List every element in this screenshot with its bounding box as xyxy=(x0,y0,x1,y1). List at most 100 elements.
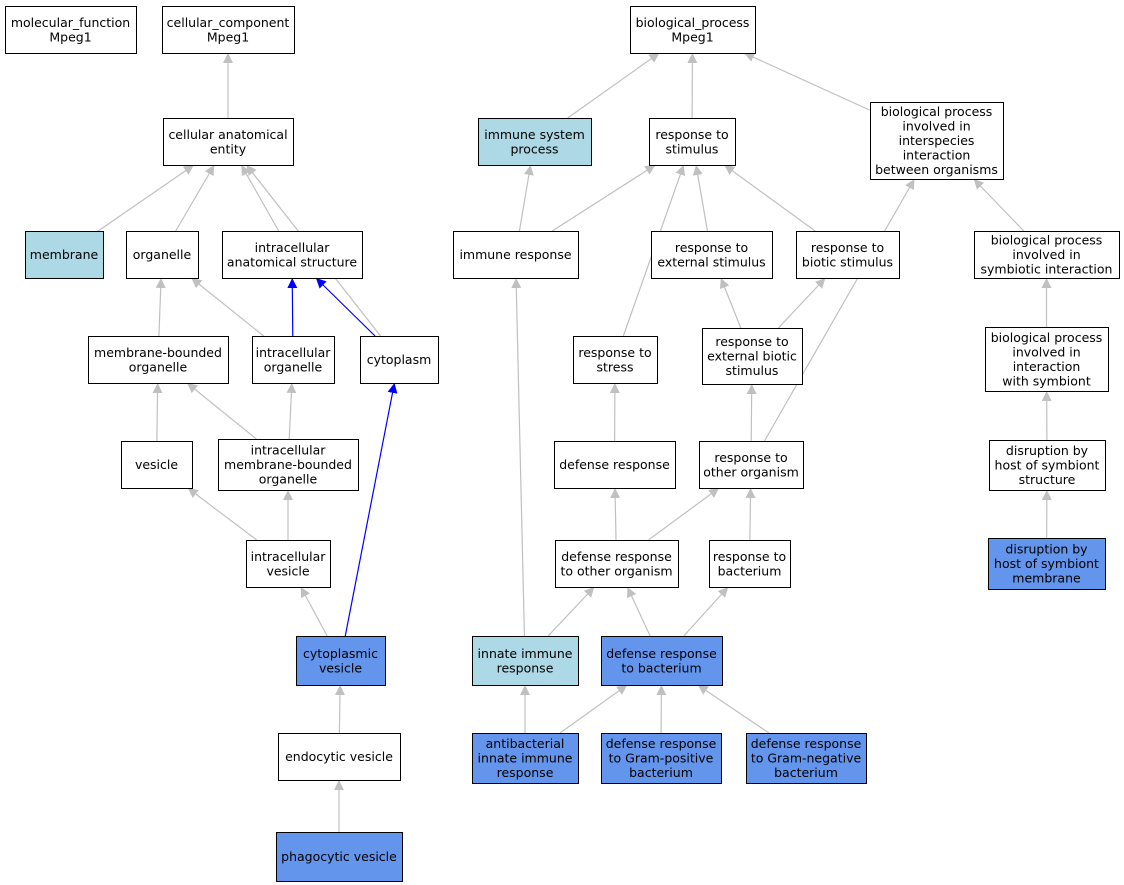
edge xyxy=(745,487,756,541)
node-label-line: organelle xyxy=(133,247,192,262)
edge xyxy=(547,586,595,637)
go-term-node-pv[interactable]: phagocytic vesicle xyxy=(276,832,403,882)
edge-cyto-to-ias xyxy=(315,277,376,337)
node-box xyxy=(988,538,1106,590)
node-label-line: external biotic xyxy=(707,349,797,364)
edge-iir-to-drtoo xyxy=(547,586,595,637)
node-label-line: structure xyxy=(1019,472,1076,487)
edge xyxy=(286,382,297,440)
edge xyxy=(518,164,534,232)
node-label-line: other organism xyxy=(703,464,799,479)
node-label-line: bacterium xyxy=(629,765,693,780)
edge-rtoo-to-bpii xyxy=(763,178,915,442)
node-label-line: intracellular xyxy=(255,240,331,255)
node-label-line: organelle xyxy=(264,359,323,374)
edge-iir-to-ir xyxy=(511,277,526,637)
edge xyxy=(723,164,816,232)
edge xyxy=(973,178,1025,232)
edge-rtebs-to-rtbs xyxy=(777,277,826,329)
edge xyxy=(240,164,280,232)
go-term-node-vesicle[interactable]: vesicle xyxy=(121,441,193,489)
node-box xyxy=(985,327,1109,392)
node-label-line: cytoplasmic xyxy=(303,646,378,661)
node-box xyxy=(162,6,295,54)
node-label-line: molecular_function xyxy=(11,15,130,30)
node-label-line: organelle xyxy=(129,359,188,374)
go-term-node-ir[interactable]: immune response xyxy=(453,231,579,279)
edge xyxy=(300,586,328,637)
edge-cv-to-cyto xyxy=(344,382,398,637)
go-term-node-membrane[interactable]: membrane xyxy=(25,231,104,279)
node-label-line: phagocytic vesicle xyxy=(281,849,397,864)
node-box xyxy=(276,832,403,882)
node-box xyxy=(601,636,723,686)
node-label-line: Mpeg1 xyxy=(207,29,249,44)
node-label-line: response to xyxy=(675,240,748,255)
node-label-line: host of symbiont xyxy=(994,556,1099,571)
edge-iv-to-vesicle xyxy=(187,487,258,541)
edge xyxy=(97,164,195,232)
go-term-node-dr[interactable]: defense response xyxy=(554,441,676,489)
node-box xyxy=(709,540,791,588)
node-label-line: entity xyxy=(210,141,247,156)
node-label-line: defense response xyxy=(559,457,670,472)
go-term-node-organelle[interactable]: organelle xyxy=(126,231,199,279)
edges-layer xyxy=(97,52,1052,832)
node-box xyxy=(472,733,579,784)
node-label-line: cellular anatomical xyxy=(168,127,287,142)
go-term-node-cyto[interactable]: cytoplasm xyxy=(360,336,439,384)
node-label-line: defense response xyxy=(606,646,717,661)
edge-cv-to-iv xyxy=(300,586,328,637)
node-box xyxy=(121,441,193,489)
node-label-line: response to xyxy=(655,127,728,142)
edge xyxy=(777,277,826,329)
edge xyxy=(683,586,729,637)
node-label-line: biological_process xyxy=(636,15,750,30)
node-label-line: between organisms xyxy=(875,162,998,177)
go-term-node-ev[interactable]: endocytic vesicle xyxy=(278,733,401,781)
edge-vesicle-to-mbo xyxy=(152,382,163,442)
node-label-line: disruption by xyxy=(1006,443,1089,458)
edge xyxy=(186,382,257,440)
edge-bpsi-to-bpii xyxy=(973,178,1025,232)
edge xyxy=(175,164,215,232)
edge-rtes-to-rts xyxy=(692,164,709,232)
node-box xyxy=(870,102,1004,180)
edge xyxy=(190,277,265,337)
node-label-line: disruption by xyxy=(1005,542,1088,557)
node-label-line: antibacterial xyxy=(486,736,565,751)
node-label-line: biological process xyxy=(991,233,1103,248)
node-box xyxy=(630,6,756,54)
node-box xyxy=(218,439,359,491)
node-box xyxy=(796,231,900,279)
